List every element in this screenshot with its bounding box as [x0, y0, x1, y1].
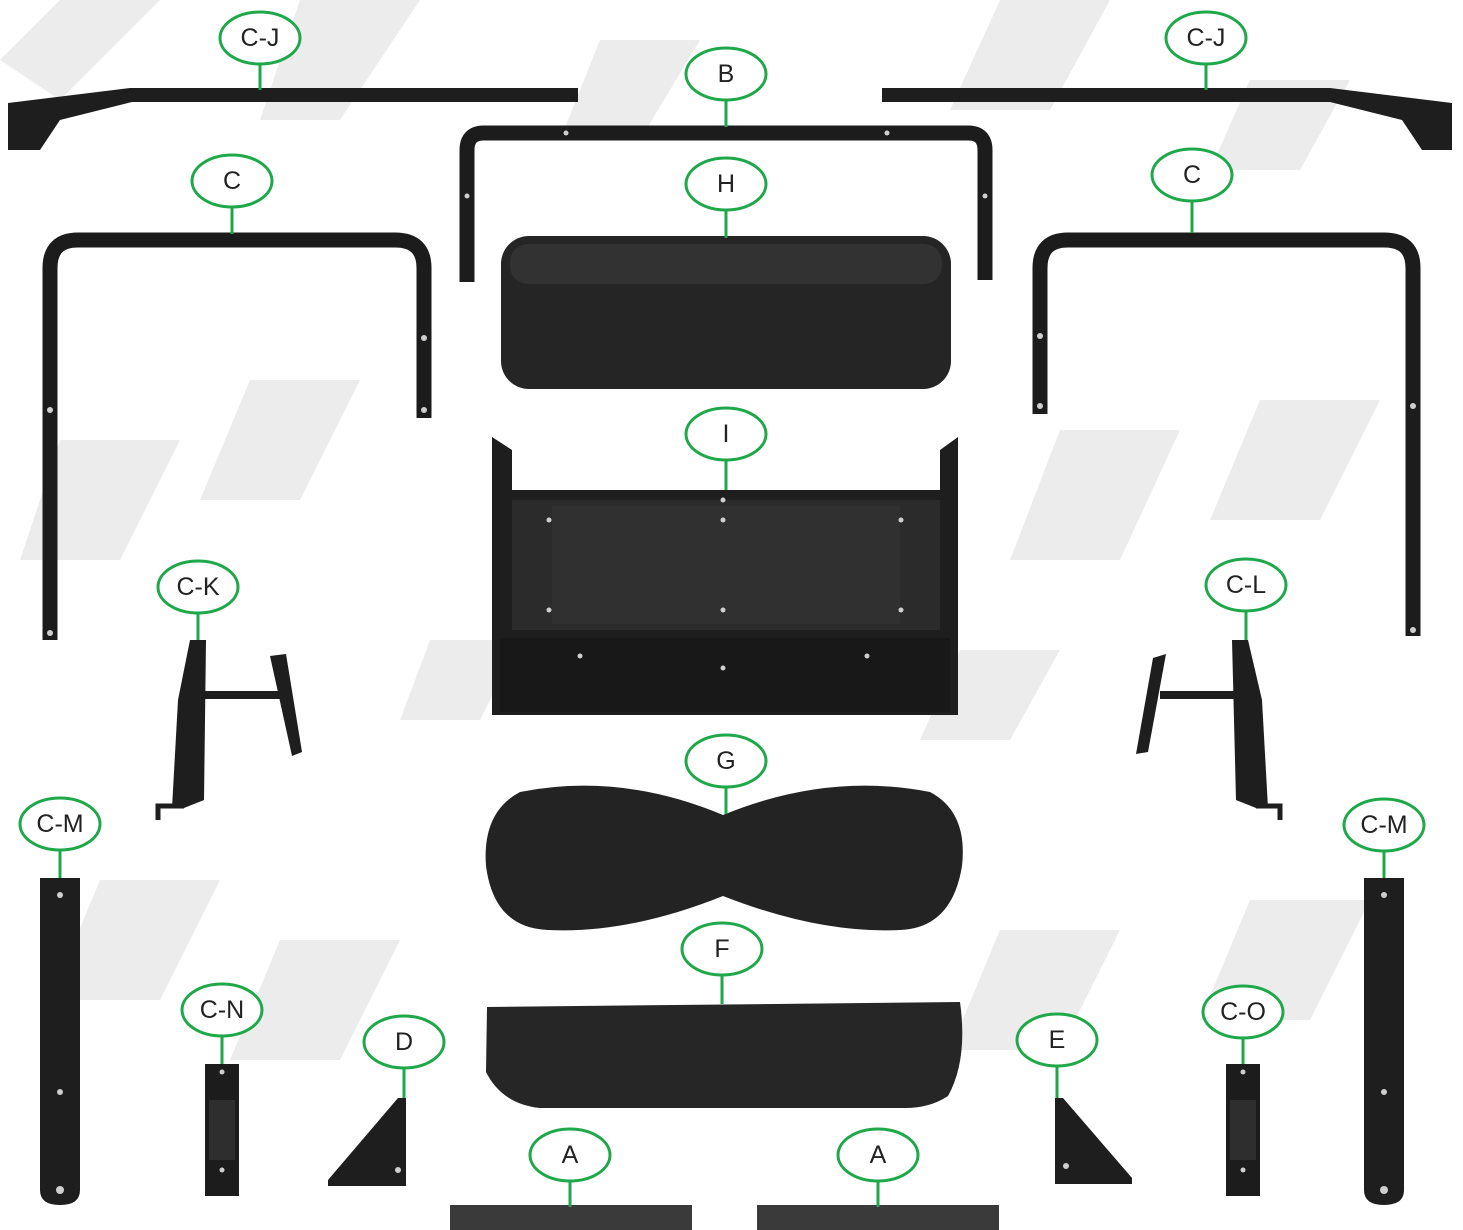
callout-a-left: A [528, 1127, 612, 1207]
callout-c-m-left: C-M [18, 796, 102, 878]
part-e-gusset [1055, 1098, 1132, 1184]
callout-text: C [223, 167, 241, 195]
callout-text: F [714, 935, 729, 963]
part-d-gusset [328, 1098, 406, 1186]
callout-text: D [395, 1028, 413, 1056]
callout-c-o: C-O [1201, 984, 1285, 1064]
part-c-n-bracket [205, 1064, 239, 1196]
callout-e: E [1015, 1012, 1099, 1098]
callout-text: G [716, 747, 735, 775]
part-c-left-frame [42, 232, 432, 640]
callout-text: B [718, 60, 735, 88]
part-c-m-right [1364, 878, 1404, 1205]
callout-text: C-J [1187, 24, 1226, 52]
part-c-o-bracket [1226, 1064, 1260, 1196]
callout-c-right: C [1150, 147, 1234, 233]
callout-text: C-K [176, 573, 219, 601]
callout-g: G [684, 733, 768, 814]
callout-text: C-N [200, 996, 244, 1024]
part-c-k-bracket [155, 640, 302, 820]
callout-text: C [1183, 161, 1201, 189]
callout-c-j-left: C-J [218, 10, 302, 90]
part-c-right-frame [1032, 232, 1421, 636]
callout-c-k: C-K [156, 559, 240, 640]
part-c-l-bracket [1136, 640, 1283, 820]
callout-a-right: A [836, 1127, 920, 1207]
callout-text: I [723, 420, 730, 448]
part-f-seat-board [486, 1002, 963, 1108]
callout-c-left: C [190, 153, 274, 234]
callout-text: C-O [1220, 998, 1266, 1026]
background-pattern [0, 0, 1380, 1060]
part-a-left [450, 1205, 692, 1230]
callout-text: C-M [1360, 811, 1407, 839]
callout-c-m-right: C-M [1342, 797, 1426, 878]
callout-text: C-M [36, 810, 83, 838]
callout-text: A [870, 1141, 887, 1169]
callout-i: I [684, 406, 768, 490]
part-c-m-left [40, 878, 80, 1205]
part-i-seat-box [492, 437, 958, 715]
part-h-backrest [501, 236, 951, 389]
callout-f: F [680, 921, 764, 1004]
part-c-j-left [8, 88, 578, 150]
callout-text: C-L [1226, 571, 1266, 599]
part-a-right [757, 1205, 999, 1230]
part-b-frame [459, 125, 993, 282]
callout-c-j-right: C-J [1164, 10, 1248, 90]
part-g-seat-cushion [485, 785, 963, 931]
callout-text: C-J [241, 24, 280, 52]
callout-text: A [562, 1141, 579, 1169]
callout-d: D [362, 1014, 446, 1098]
callout-b: B [684, 46, 768, 127]
callout-text: H [717, 170, 735, 198]
callout-c-n: C-N [180, 982, 264, 1064]
part-c-j-right [882, 88, 1452, 150]
callout-h: H [684, 156, 768, 238]
callout-c-l: C-L [1204, 557, 1288, 640]
callout-text: E [1049, 1026, 1066, 1054]
